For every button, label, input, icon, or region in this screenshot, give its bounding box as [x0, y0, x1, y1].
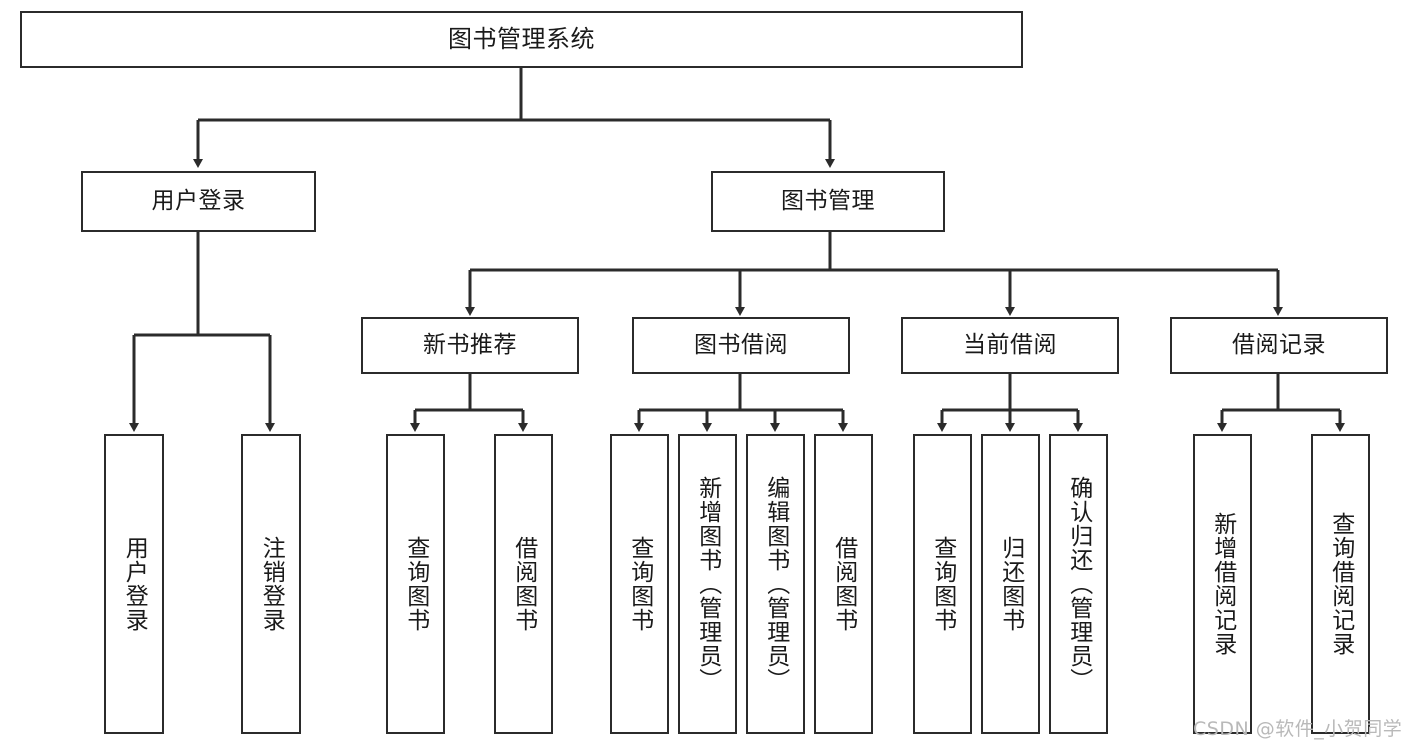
leaf-borrow-book-borrow[interactable]: 借阅图书	[814, 434, 873, 734]
leaf-label: 查询借阅记录	[1327, 512, 1354, 656]
leaf-confirm-return-admin[interactable]: 确认归还（管理员）	[1049, 434, 1108, 734]
leaf-return-book[interactable]: 归还图书	[981, 434, 1040, 734]
leaf-query-book-newbook[interactable]: 查询图书	[386, 434, 445, 734]
leaf-user-logout[interactable]: 注销登录	[241, 434, 301, 734]
leaf-label: 新增图书（管理员）	[694, 476, 721, 692]
leaf-borrow-book-newbook[interactable]: 借阅图书	[494, 434, 553, 734]
csdn-watermark: CSDN @软件_小贺同学	[1193, 718, 1403, 740]
leaf-edit-book-admin[interactable]: 编辑图书（管理员）	[746, 434, 805, 734]
node-borrow-record[interactable]: 借阅记录	[1170, 317, 1388, 374]
node-current-borrow[interactable]: 当前借阅	[901, 317, 1119, 374]
leaf-query-book-current[interactable]: 查询图书	[913, 434, 972, 734]
leaf-label: 查询图书	[929, 536, 956, 632]
leaf-label: 确认归还（管理员）	[1065, 476, 1092, 692]
node-user-login[interactable]: 用户登录	[81, 171, 316, 232]
leaf-label: 借阅图书	[830, 536, 857, 632]
leaf-label: 新增借阅记录	[1209, 512, 1236, 656]
leaf-user-login[interactable]: 用户登录	[104, 434, 164, 734]
leaf-label: 用户登录	[121, 536, 148, 632]
leaf-label: 查询图书	[402, 536, 429, 632]
node-book-management[interactable]: 图书管理	[711, 171, 945, 232]
node-root-system[interactable]: 图书管理系统	[20, 11, 1023, 68]
leaf-label: 借阅图书	[510, 536, 537, 632]
leaf-label: 编辑图书（管理员）	[762, 476, 789, 692]
leaf-label: 归还图书	[997, 536, 1024, 632]
node-new-book-recommend[interactable]: 新书推荐	[361, 317, 579, 374]
leaf-add-book-admin[interactable]: 新增图书（管理员）	[678, 434, 737, 734]
leaf-query-book-borrow[interactable]: 查询图书	[610, 434, 669, 734]
leaf-query-borrow-record[interactable]: 查询借阅记录	[1311, 434, 1370, 734]
leaf-label: 查询图书	[626, 536, 653, 632]
node-book-borrow[interactable]: 图书借阅	[632, 317, 850, 374]
leaf-label: 注销登录	[258, 536, 285, 632]
leaf-add-borrow-record[interactable]: 新增借阅记录	[1193, 434, 1252, 734]
